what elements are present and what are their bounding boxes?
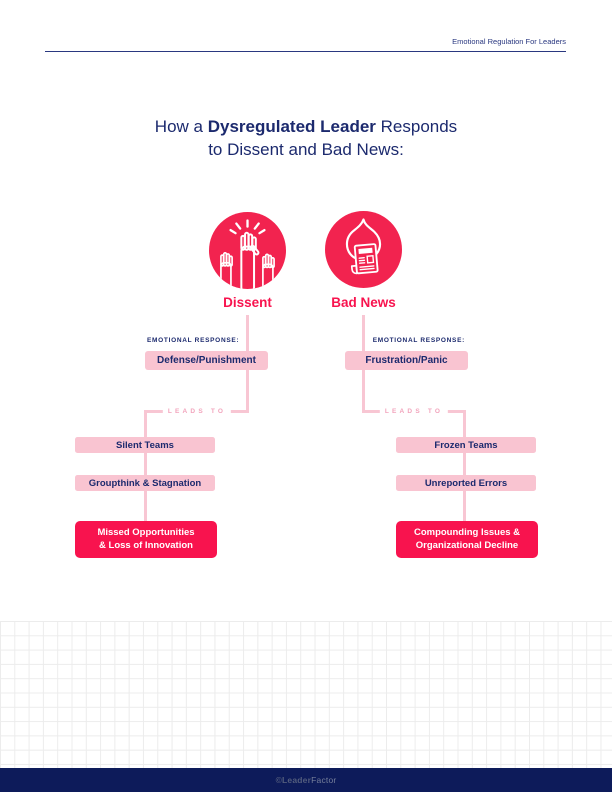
outcome-box-dissent: Missed Opportunities & Loss of Innovatio… [75,521,217,558]
footer-copyright-light: Factor [311,775,337,785]
step-box: Unreported Errors [396,475,536,491]
burning-newspaper-icon [325,211,402,288]
emotional-response-label: EMOTIONAL RESPONSE: [147,337,240,344]
dissent-icon-circle [209,212,286,289]
title-bold: Dysregulated Leader [207,117,376,136]
page-title-line2: to Dissent and Bad News: [208,139,404,159]
response-box-dissent: Defense/Punishment [145,351,268,370]
connector-line-dissent-bottom [144,410,147,522]
outcome-line: Organizational Decline [415,539,519,551]
header-title: Emotional Regulation For Leaders [452,37,566,46]
outcome-line: & Loss of Innovation [99,539,193,551]
step-box: Frozen Teams [396,437,536,453]
header-rule [45,51,566,52]
page-title-line1: How a Dysregulated Leader Responds [0,116,612,139]
title-regular: Responds [375,117,458,136]
raised-hands-icon [209,212,286,289]
emotional-response-label: EMOTIONAL RESPONSE: [372,337,465,344]
badnews-label: Bad News [331,295,396,310]
badnews-icon-circle [325,211,402,288]
leads-to-label: LEADS TO [162,406,232,417]
response-box-badnews: Frustration/Panic [345,351,468,370]
step-box: Groupthink & Stagnation [75,475,215,491]
leads-to-label: LEADS TO [379,406,449,417]
connector-line-badnews-bottom [463,410,466,522]
footer-copyright-bold: ©Leader [275,775,312,785]
step-box: Silent Teams [75,437,215,453]
outcome-line: Missed Opportunities [97,527,195,538]
title-regular: How a [154,117,208,136]
grid-paper-background [0,621,612,768]
page-title: How a Dysregulated Leader Responds to Di… [0,116,612,161]
outcome-box-badnews: Compounding Issues & Organizational Decl… [396,521,538,558]
dissent-label: Dissent [223,295,272,310]
outcome-line: Compounding Issues & [413,527,521,538]
